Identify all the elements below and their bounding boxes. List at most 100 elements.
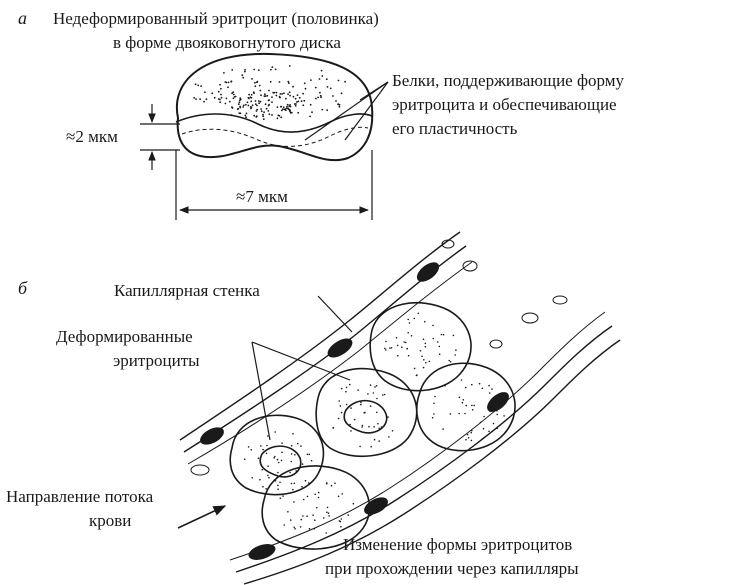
stipple-dot: [219, 101, 222, 103]
stipple-dot: [242, 76, 245, 79]
stipple-dot: [413, 317, 416, 320]
stipple-dot: [286, 105, 288, 108]
stipple-dot: [421, 355, 423, 358]
stipple-dot: [385, 349, 387, 351]
stipple-dot: [263, 95, 266, 98]
stipple-dot: [431, 416, 434, 419]
stipple-dot: [496, 410, 498, 412]
stipple-dot: [267, 474, 269, 477]
stipple-dot: [310, 459, 313, 462]
stipple-dot: [265, 107, 268, 110]
stipple-dot: [300, 518, 303, 521]
stipple-dot: [442, 333, 445, 336]
stipple-dot: [287, 93, 289, 95]
capillary: [177, 231, 621, 585]
stipple-dot: [332, 95, 334, 97]
stipple-dot: [326, 482, 328, 484]
stipple-dot: [326, 506, 329, 509]
stipple-dot: [245, 116, 247, 118]
stipple-dot: [308, 482, 310, 484]
stipple-dot: [433, 402, 435, 405]
stipple-dot: [296, 94, 299, 96]
stipple-dot: [271, 114, 273, 116]
capillary-stipple: [243, 312, 505, 534]
stipple-dot: [308, 527, 311, 530]
stipple-dot: [501, 400, 503, 403]
stipple-dot: [194, 83, 197, 86]
stipple-dot: [280, 109, 283, 112]
stipple-dot: [255, 116, 258, 118]
stipple-dot: [403, 341, 406, 343]
stipple-dot: [301, 485, 303, 488]
panel-b-letter: б: [18, 278, 28, 298]
stipple-dot: [261, 468, 264, 471]
stipple-dot: [325, 532, 328, 534]
stipple-dot: [284, 108, 287, 111]
stipple-dot: [274, 431, 277, 433]
stipple-dot: [320, 96, 322, 99]
panel-a-title-line1: Недеформированный эритроцит (половинка): [53, 9, 379, 28]
stipple-dot: [220, 93, 222, 96]
stipple-dot: [288, 108, 291, 111]
stipple-dot: [314, 519, 316, 521]
stipple-dot: [232, 91, 235, 93]
stipple-dot: [274, 455, 276, 458]
stipple-dot: [452, 334, 455, 337]
stipple-dot: [260, 94, 262, 97]
stipple-dot: [258, 102, 260, 105]
stipple-dot: [368, 425, 370, 428]
stipple-dot: [422, 338, 425, 341]
stipple-dot: [294, 104, 297, 107]
stipple-dot: [395, 337, 398, 339]
stipple-dot: [271, 96, 273, 98]
stipple-dot: [275, 94, 278, 97]
stipple-dot: [380, 426, 383, 428]
stipple-dot: [478, 382, 481, 385]
stipple-dot: [376, 411, 378, 414]
stipple-dot: [267, 465, 269, 468]
stipple-dot: [455, 349, 457, 351]
stipple-dot: [301, 463, 304, 465]
stipple-dot: [274, 479, 277, 482]
stipple-dot: [271, 101, 273, 103]
stipple-dot: [363, 412, 365, 414]
protein-pointers: [304, 81, 389, 141]
stipple-dot: [237, 103, 240, 106]
stipple-dot: [470, 439, 473, 442]
stipple-dot: [262, 448, 264, 451]
stipple-dot: [315, 97, 317, 100]
stipple-dot: [289, 94, 291, 97]
width-dimension: [175, 150, 373, 220]
stipple-dot: [246, 101, 249, 104]
stipple-dot: [244, 69, 247, 71]
stipple-dot: [490, 406, 492, 409]
stipple-dot: [254, 103, 257, 106]
stipple-dot: [250, 96, 253, 99]
stipple-dot: [492, 408, 494, 410]
stipple-dot: [223, 72, 225, 74]
stipple-dot: [253, 68, 256, 71]
stipple-dot: [337, 417, 340, 420]
stipple-dot: [318, 78, 321, 80]
stipple-dot: [303, 99, 306, 102]
stipple-dot: [387, 416, 389, 418]
stipple-dot: [258, 84, 261, 87]
stipple-dot: [260, 110, 263, 113]
stipple-dot: [360, 403, 362, 406]
stipple-dot: [438, 345, 441, 348]
stipple-dot: [378, 427, 381, 430]
stipple-dot: [251, 104, 254, 107]
stipple-dot: [299, 526, 302, 528]
stipple-dot: [219, 83, 222, 86]
stipple-dot: [458, 396, 461, 399]
stipple-dot: [257, 100, 260, 102]
capillary-pointers: [251, 295, 353, 441]
stipple-dot: [277, 114, 280, 117]
stipple-dot: [423, 359, 425, 361]
stipple-dot: [384, 347, 386, 350]
deformed-erythrocyte-1: [229, 414, 325, 496]
stipple-dot: [330, 484, 333, 487]
stipple-dot: [383, 393, 386, 396]
stipple-dot: [464, 386, 467, 389]
stipple-dot: [242, 104, 245, 107]
